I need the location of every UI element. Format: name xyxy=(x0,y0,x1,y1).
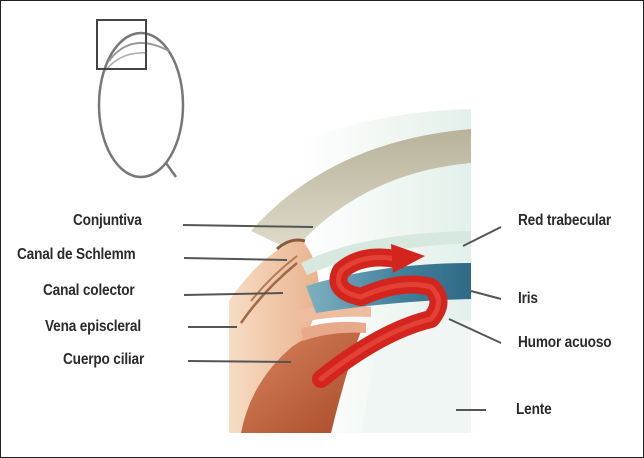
label-conjuntiva: Conjuntiva xyxy=(73,212,142,230)
leader-iris xyxy=(471,291,501,299)
label-lente: Lente xyxy=(516,401,552,419)
leader-cuerpo-ciliar xyxy=(188,361,291,362)
label-canal-schlemm: Canal de Schlemm xyxy=(17,246,135,264)
label-canal-colector: Canal colector xyxy=(43,282,135,300)
label-humor-acuoso: Humor acuoso xyxy=(518,334,611,352)
label-iris: Iris xyxy=(518,290,538,308)
eye-overview-icon xyxy=(99,33,183,177)
zoom-box xyxy=(97,20,146,69)
label-red-trabecular: Red trabecular xyxy=(518,212,611,230)
label-cuerpo-ciliar: Cuerpo ciliar xyxy=(63,351,144,369)
label-vena-episcleral: Vena episcleral xyxy=(45,318,141,336)
